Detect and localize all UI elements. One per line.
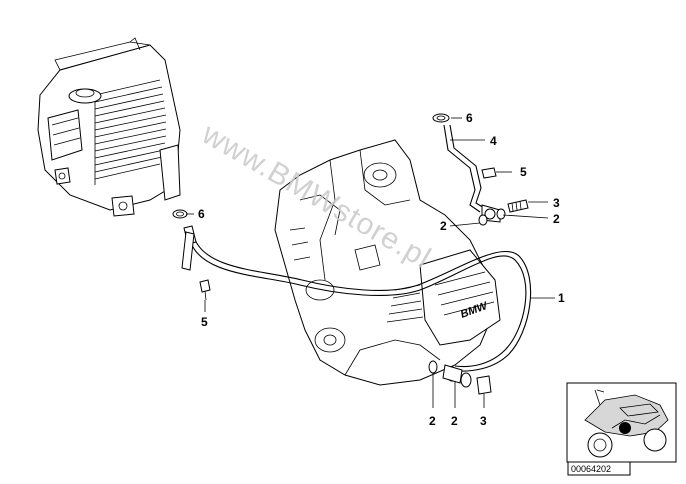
callout-gasket-bottom-1: 2 [429, 414, 436, 428]
callout-gasket-bottom-2: 2 [451, 414, 458, 428]
callout-clamp-left: 6 [198, 207, 205, 221]
callout-gasket-top-left: 2 [440, 219, 447, 233]
callout-clamp-top: 6 [466, 111, 473, 125]
reference-code-box [567, 461, 631, 476]
leader-lines [186, 117, 555, 408]
callout-screw-top: 5 [520, 165, 527, 179]
radiator-drawing [37, 37, 181, 217]
callout-bolt-bottom: 3 [480, 414, 487, 428]
reference-code: 00064202 [571, 464, 611, 474]
top-pipe-assembly [432, 113, 529, 226]
callout-pipe: 4 [490, 134, 497, 148]
coolant-hose [189, 236, 532, 372]
callout-hose: 1 [558, 291, 565, 305]
motorcycle-thumbnail [566, 382, 677, 463]
callout-screw-left: 5 [201, 315, 208, 329]
left-pipe-assembly [172, 209, 211, 301]
callout-bolt-top: 3 [553, 196, 560, 210]
callout-gasket-top-right: 2 [553, 212, 560, 226]
